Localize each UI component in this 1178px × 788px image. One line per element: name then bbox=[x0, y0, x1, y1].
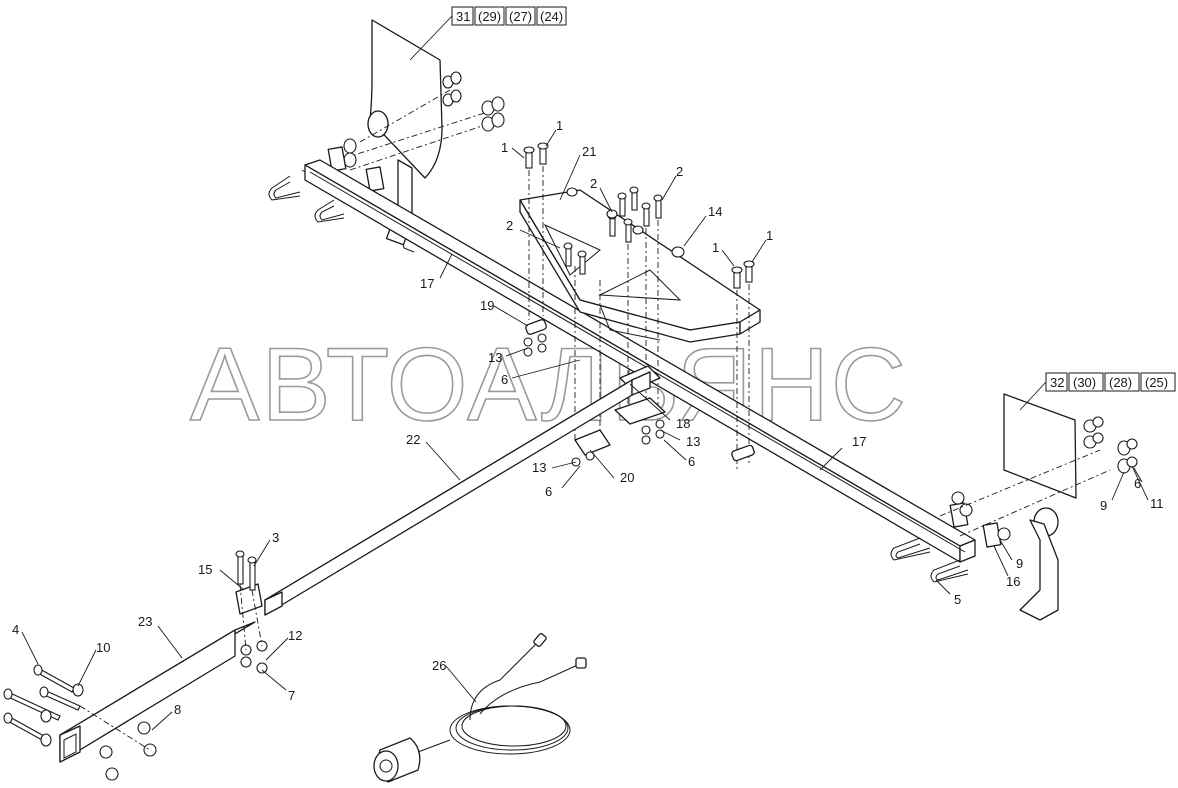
callout-3: 3 bbox=[272, 530, 279, 545]
callout-1b: 1 bbox=[556, 118, 563, 133]
callout-2a: 2 bbox=[590, 176, 597, 191]
right-plate-hardware bbox=[1083, 416, 1138, 474]
refbox-right: 32 (30) (28) (25) bbox=[1019, 372, 1176, 411]
callout-9b: 9 bbox=[1016, 556, 1023, 571]
callout-17a: 17 bbox=[420, 276, 434, 291]
callout-12: 12 bbox=[288, 628, 302, 643]
leader-lines bbox=[21, 129, 1149, 731]
main-cross-beam bbox=[304, 159, 976, 563]
drawbar-tube bbox=[264, 371, 651, 616]
refbox-left-4: (24) bbox=[540, 9, 563, 24]
left-u-bolts bbox=[268, 175, 345, 223]
right-light-plate bbox=[939, 393, 1111, 621]
refbox-right-4: (25) bbox=[1145, 375, 1168, 390]
callout-numbers: 1 1 21 2 2 2 14 1 1 17 19 13 6 18 13 6 2… bbox=[12, 118, 1164, 717]
bracket-15 bbox=[235, 550, 268, 674]
callout-22: 22 bbox=[406, 432, 420, 447]
callout-14: 14 bbox=[708, 204, 722, 219]
callout-19: 19 bbox=[480, 298, 494, 313]
bolts-group bbox=[523, 142, 755, 289]
callout-1c: 1 bbox=[712, 240, 719, 255]
callout-20: 20 bbox=[620, 470, 634, 485]
callout-10: 10 bbox=[96, 640, 110, 655]
callout-13c: 13 bbox=[532, 460, 546, 475]
refbox-left-2: (29) bbox=[478, 9, 501, 24]
callout-2b: 2 bbox=[676, 164, 683, 179]
callout-4: 4 bbox=[12, 622, 19, 637]
callout-5: 5 bbox=[954, 592, 961, 607]
callout-11: 11 bbox=[1150, 496, 1164, 511]
callout-6a: 6 bbox=[501, 372, 508, 387]
center-mounting-bracket bbox=[519, 189, 761, 343]
callout-21: 21 bbox=[582, 144, 596, 159]
callout-6c: 6 bbox=[545, 484, 552, 499]
callout-18: 18 bbox=[676, 416, 690, 431]
callout-26: 26 bbox=[432, 658, 446, 673]
hitch-tube bbox=[59, 621, 256, 763]
callout-9a: 9 bbox=[1100, 498, 1107, 513]
callout-8: 8 bbox=[174, 702, 181, 717]
wiring-cable bbox=[373, 633, 587, 783]
refbox-right-3: (28) bbox=[1109, 375, 1132, 390]
refbox-left-1: 31 bbox=[456, 9, 470, 24]
callout-15: 15 bbox=[198, 562, 212, 577]
callout-7: 7 bbox=[288, 688, 295, 703]
callout-2c: 2 bbox=[506, 218, 513, 233]
callout-6b: 6 bbox=[688, 454, 695, 469]
callout-1d: 1 bbox=[766, 228, 773, 243]
refbox-left: 31 (29) (27) (24) bbox=[409, 6, 567, 61]
left-plate-hardware bbox=[301, 71, 505, 192]
hitch-bolts bbox=[3, 664, 157, 781]
refbox-left-3: (27) bbox=[509, 9, 532, 24]
right-u-bolts bbox=[890, 537, 969, 583]
callout-13a: 13 bbox=[488, 350, 502, 365]
refbox-right-2: (30) bbox=[1073, 375, 1096, 390]
callout-16: 16 bbox=[1006, 574, 1020, 589]
callout-13b: 13 bbox=[686, 434, 700, 449]
callout-17b: 17 bbox=[852, 434, 866, 449]
callout-6d: 6 bbox=[1134, 476, 1141, 491]
callout-1a: 1 bbox=[501, 140, 508, 155]
refbox-right-1: 32 bbox=[1050, 375, 1064, 390]
callout-23: 23 bbox=[138, 614, 152, 629]
watermark-text: АВТОАЛЬЯНС bbox=[190, 327, 908, 443]
